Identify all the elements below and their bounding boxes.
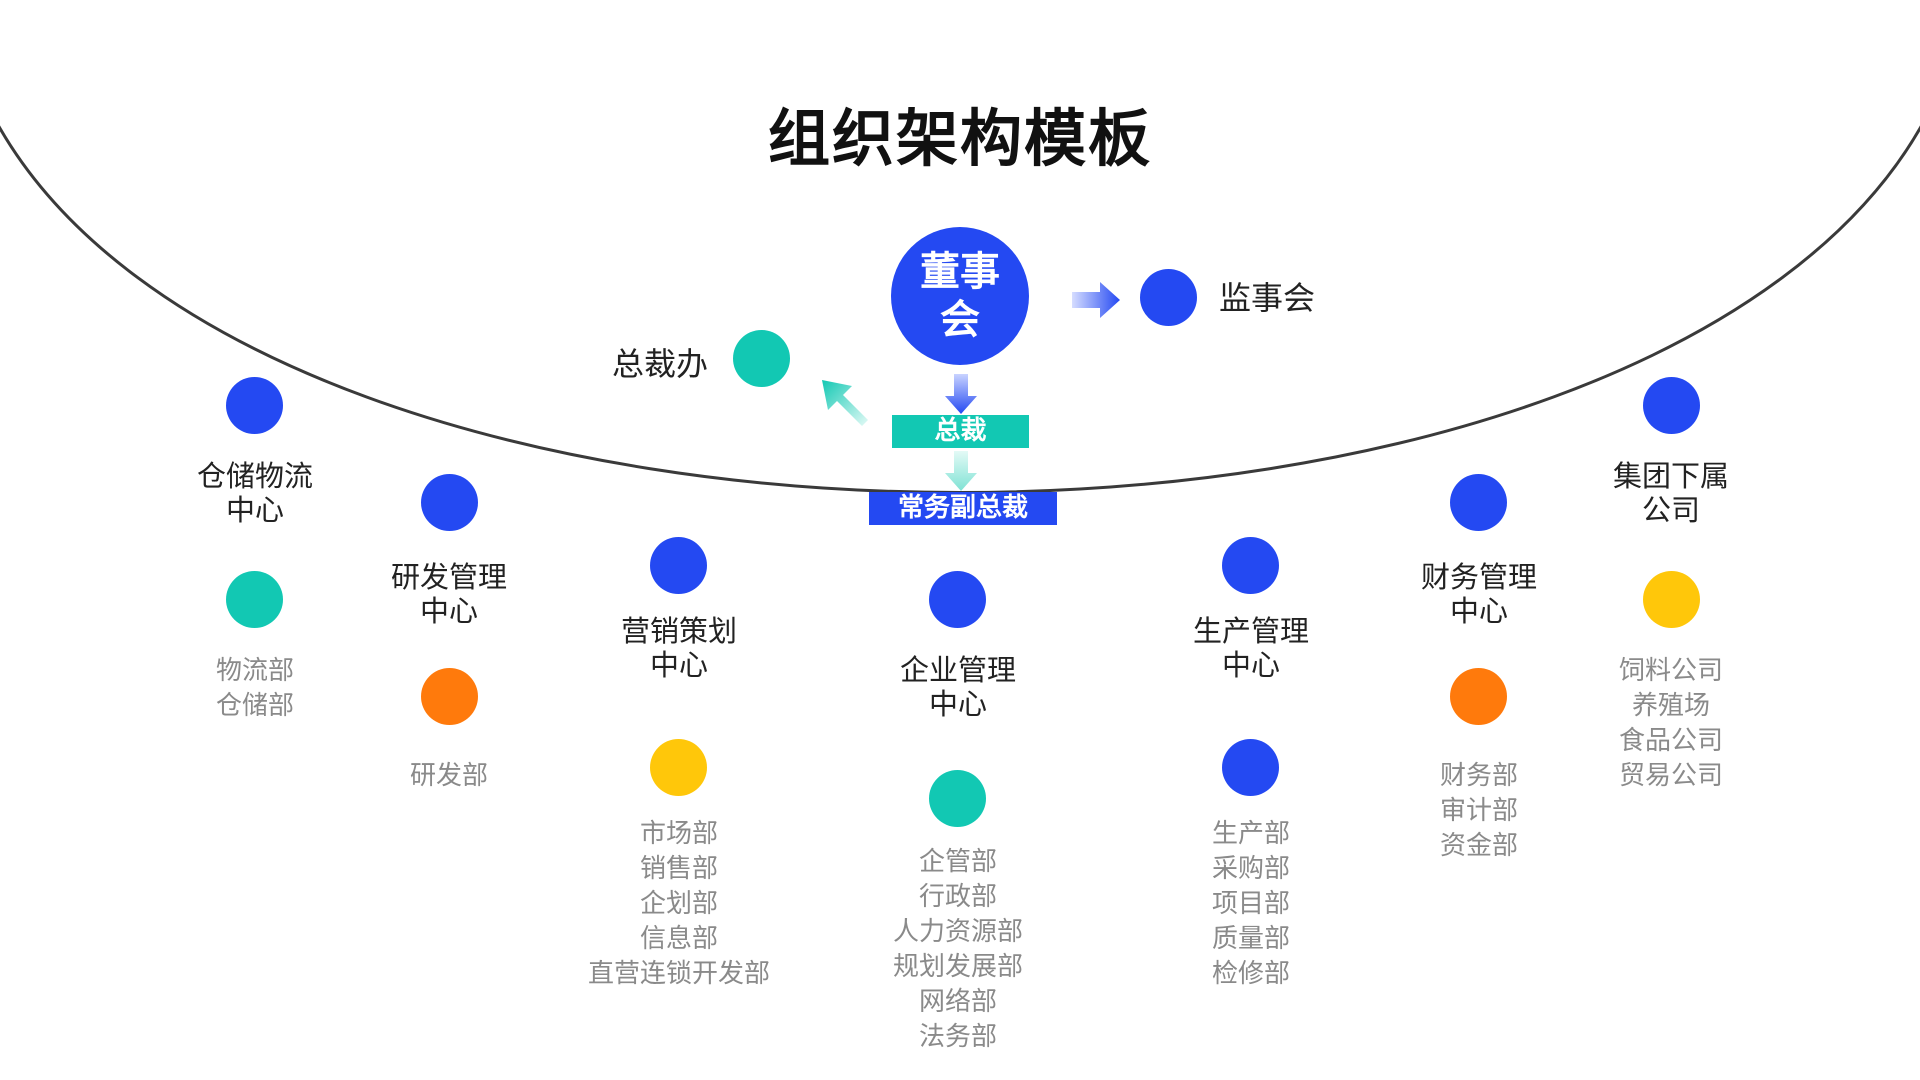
- dept-dot-enterprise: [929, 770, 986, 827]
- arrow-up-left-icon: [822, 380, 868, 426]
- center-dot-production: [1222, 537, 1279, 594]
- center-dot-rnd: [421, 474, 478, 531]
- arrow-down-icon: [945, 374, 977, 414]
- dept-list-production: 生产部 采购部 项目部 质量部 检修部: [1211, 819, 1291, 989]
- arrow-down-teal-icon: [945, 451, 977, 491]
- dept-dot-subsidiaries: [1643, 571, 1700, 628]
- board-label: 董事会: [920, 249, 1000, 343]
- dept-dot-finance: [1450, 668, 1507, 725]
- executive-vp-box: 常务副总裁: [869, 492, 1057, 525]
- center-dot-finance: [1450, 474, 1507, 531]
- dept-list-finance: 财务部 审计部 资金部: [1439, 761, 1519, 861]
- dept-list-warehouse: 物流部 仓储部: [215, 656, 295, 721]
- ceo-box: 总裁: [892, 415, 1029, 448]
- supervisors-dot: [1140, 269, 1197, 326]
- center-dot-subsidiaries: [1643, 377, 1700, 434]
- center-label-warehouse: 仓储物流 中心: [196, 459, 314, 527]
- center-dot-warehouse: [226, 377, 283, 434]
- president-office-label: 总裁办: [612, 345, 709, 383]
- board-of-directors-node: 董事会: [891, 227, 1029, 365]
- center-label-finance: 财务管理 中心: [1420, 560, 1538, 628]
- president-office-dot: [733, 330, 790, 387]
- dept-list-rnd: 研发部: [409, 761, 489, 791]
- center-label-marketing: 营销策划 中心: [620, 614, 738, 682]
- center-label-rnd: 研发管理 中心: [390, 560, 508, 628]
- center-label-production: 生产管理 中心: [1192, 614, 1310, 682]
- dept-dot-production: [1222, 739, 1279, 796]
- dept-dot-warehouse: [226, 571, 283, 628]
- page-title: 组织架构模板: [767, 102, 1152, 175]
- center-dot-enterprise: [929, 571, 986, 628]
- dept-list-enterprise: 企管部 行政部 人力资源部 规划发展部 网络部 法务部: [892, 847, 1024, 1052]
- dept-dot-rnd: [421, 668, 478, 725]
- center-dot-marketing: [650, 537, 707, 594]
- arrow-right-icon: [1072, 282, 1120, 318]
- dept-list-marketing: 市场部 销售部 企划部 信息部 直营连锁开发部: [587, 819, 771, 989]
- dept-list-subsidiaries: 饲料公司 养殖场 食品公司 贸易公司: [1618, 656, 1724, 791]
- center-label-enterprise: 企业管理 中心: [899, 653, 1017, 721]
- supervisors-label: 监事会: [1219, 279, 1316, 317]
- dept-dot-marketing: [650, 739, 707, 796]
- center-label-subsidiaries: 集团下属 公司: [1612, 459, 1730, 527]
